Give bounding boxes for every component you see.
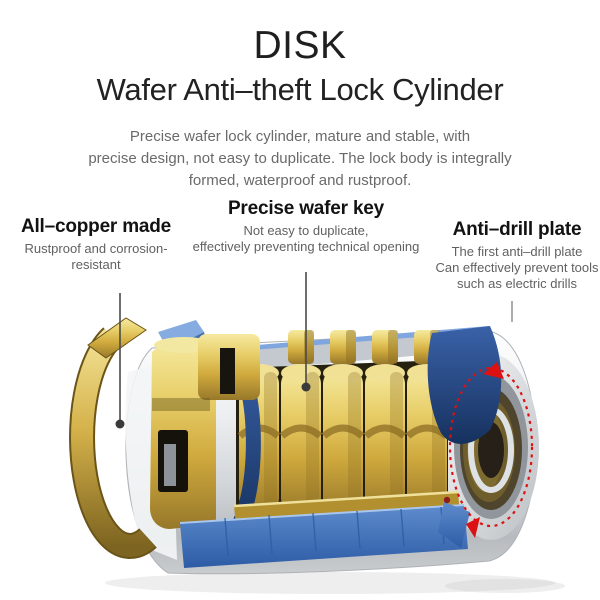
wafer-disc	[321, 364, 365, 514]
callout-title: Anti–drill plate	[452, 219, 582, 240]
description-line: Precise wafer lock cylinder, mature and …	[129, 128, 471, 145]
blue-sleeve-bottom-channel	[179, 504, 468, 568]
callout-text-line: resistant	[71, 257, 121, 272]
page-title: DISK	[253, 24, 347, 67]
wafer-disc	[279, 364, 323, 514]
description-line: formed, waterproof and rustproof.	[188, 172, 412, 189]
callout-text-line: Rustproof and corrosion-	[24, 241, 168, 256]
callout-text-line: Can effectively prevent tools	[435, 260, 599, 275]
callout-title: Precise wafer key	[227, 198, 385, 219]
ground-shadow	[105, 572, 555, 594]
callout-anti-drill-plate: Anti–drill plate The first anti–drill pl…	[423, 219, 600, 292]
ground-shadow-right	[445, 579, 565, 593]
description-line: precise design, not easy to duplicate. T…	[88, 150, 512, 167]
blue-sleeve-face-edge-bottom	[438, 502, 470, 548]
copper-split-ring	[69, 317, 157, 559]
callout-text-line: The first anti–drill plate	[451, 244, 583, 259]
rotation-arrow-icon	[443, 362, 534, 538]
callout-text-line: such as electric drills	[457, 276, 577, 291]
wafer-disc	[363, 364, 407, 514]
callout-text-line: Not easy to duplicate,	[243, 223, 369, 238]
brass-plug	[150, 334, 260, 529]
leader-dot-wafer-key	[301, 382, 311, 392]
page-subtitle: Wafer Anti–theft Lock Cylinder	[96, 72, 504, 107]
callout-all-copper-made: All–copper made Rustproof and corrosion-…	[0, 216, 192, 273]
callout-text-line: effectively preventing technical opening	[192, 239, 420, 254]
callout-precise-wafer-key: Precise wafer key Not easy to duplicate,…	[181, 198, 431, 255]
product-description: Precise wafer lock cylinder, mature and …	[0, 126, 600, 192]
leader-lines	[115, 272, 513, 429]
leader-dot-all-copper	[115, 419, 125, 429]
callout-title: All–copper made	[20, 216, 172, 237]
